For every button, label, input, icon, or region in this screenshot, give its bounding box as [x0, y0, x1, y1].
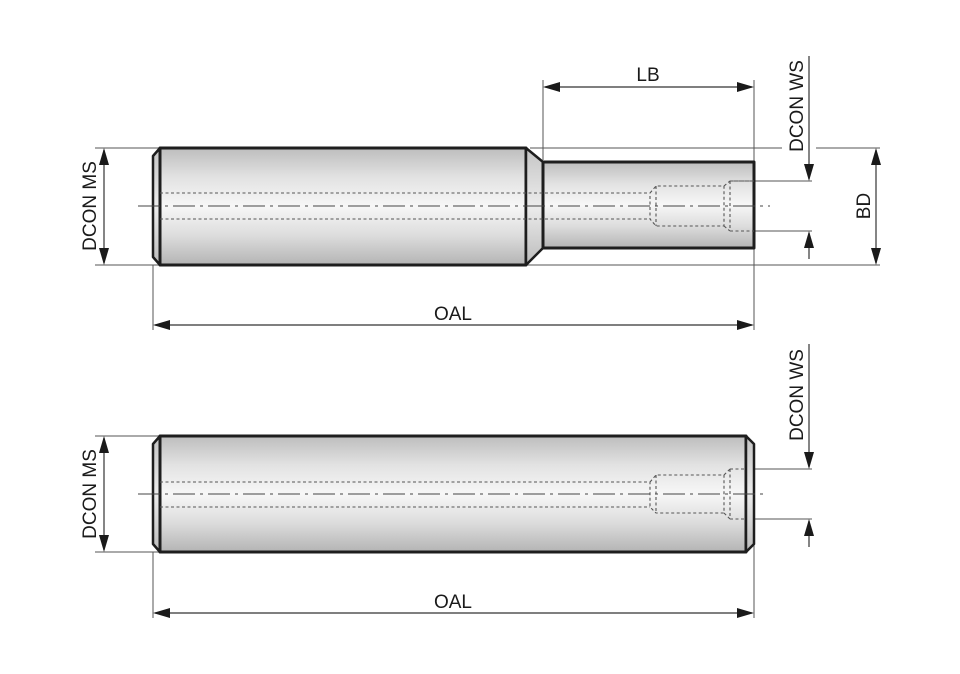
label-dcon-ms: DCON MS — [80, 449, 101, 539]
label-bd: BD — [854, 193, 875, 219]
arrow-right-icon — [737, 320, 754, 330]
top-view: DCON MS LB DCON WS BD OAL — [80, 56, 881, 330]
ws-shank — [541, 160, 756, 250]
bottom-view: DCON MS DCON WS OAL — [80, 344, 814, 618]
arrow-down-icon — [804, 164, 814, 181]
label-oal: OAL — [434, 304, 472, 325]
bore-step-diag-bottom — [723, 512, 731, 520]
arrow-left-icon — [153, 608, 170, 618]
arrow-up-icon — [804, 519, 814, 536]
arrow-left-icon — [543, 82, 560, 92]
bore-step-diag — [723, 225, 731, 232]
arrow-up-icon — [804, 231, 814, 248]
arrow-down-icon — [871, 248, 881, 265]
arrow-up-icon — [99, 436, 109, 453]
label-oal: OAL — [434, 592, 472, 613]
arrow-right-icon — [737, 82, 754, 92]
arrow-up-icon — [99, 148, 109, 165]
arrow-left-icon — [153, 320, 170, 330]
arrow-down-icon — [99, 535, 109, 552]
arrow-up-icon — [871, 148, 881, 165]
arrow-down-icon — [99, 248, 109, 265]
label-dcon-ms: DCON MS — [80, 161, 101, 251]
label-dcon-ws: DCON WS — [787, 349, 808, 441]
arrow-down-icon — [804, 452, 814, 469]
label-lb: LB — [636, 65, 659, 86]
bore-step-diag-top — [723, 468, 731, 476]
label-dcon-ws: DCON WS — [787, 60, 808, 152]
arrow-right-icon — [737, 608, 754, 618]
